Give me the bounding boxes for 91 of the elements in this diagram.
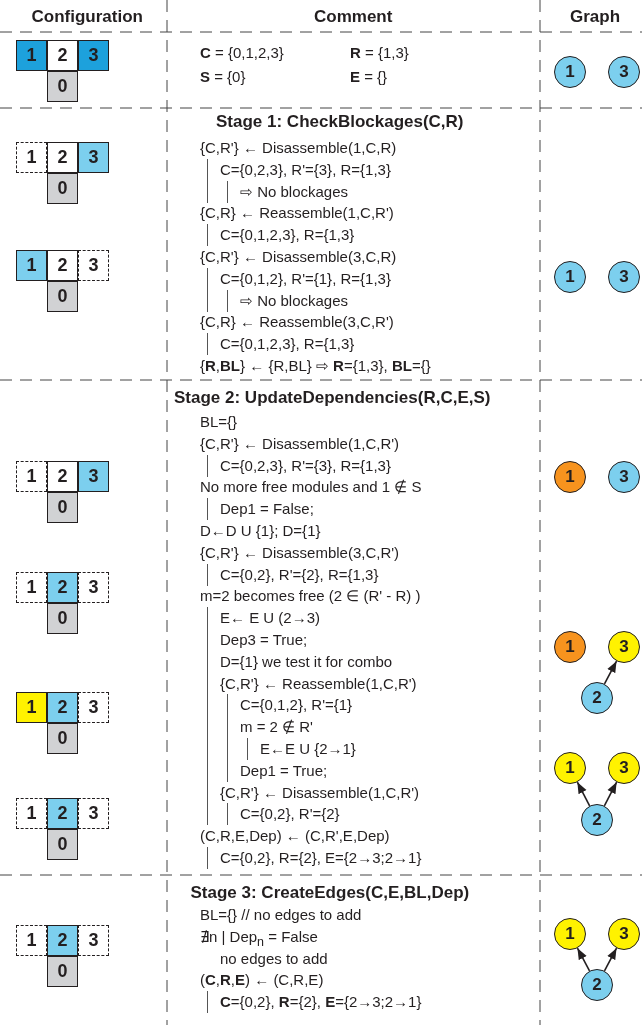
module-square: 2 — [47, 692, 78, 723]
column-header: Comment — [314, 7, 393, 27]
pseudocode-line: Dep1 = True; — [240, 760, 328, 781]
module-square: 2 — [47, 40, 78, 71]
pseudocode-line: D←D U {1}; D={1} — [200, 521, 321, 541]
removed-module-square: 3 — [78, 572, 109, 603]
pseudocode-line: {C,R'} ← Disassemble(3,C,R') — [200, 542, 400, 563]
graph-node: 2 — [581, 804, 613, 836]
removed-module-square: 3 — [78, 798, 109, 829]
pseudocode-line: BL={} — [200, 412, 238, 432]
pseudocode-line: {C,R} ← Reassemble(3,C,R') — [200, 312, 394, 333]
pseudocode-line: (C,R,E,Dep) ← (C,R',E,Dep) — [200, 826, 390, 847]
set-definition: C = {0,1,2,3} — [200, 43, 284, 63]
module-square: 3 — [78, 461, 109, 492]
module-square: 0 — [47, 603, 78, 634]
module-square: 0 — [47, 829, 78, 860]
module-square: 1 — [16, 692, 47, 723]
pseudocode-line: m=2 becomes free (2 ∈ (R' - R) ) — [200, 586, 421, 607]
pseudocode-line: {C,R'} ← Reassemble(1,C,R') — [220, 673, 417, 694]
graph-node: 2 — [581, 682, 613, 714]
graph-node: 3 — [608, 752, 640, 784]
graph-node: 3 — [608, 261, 640, 293]
pseudocode-line: ⇨ No blockages — [240, 181, 349, 202]
pseudocode-line: {C,R'} ← Disassemble(1,C,R') — [220, 782, 420, 803]
column-header: Graph — [570, 7, 621, 27]
pseudocode-line: C={0,2}, R={2}, E={2→3;2→1} — [220, 848, 422, 868]
module-square: 3 — [78, 40, 109, 71]
pseudocode-line: C={0,1,2,3}, R={1,3} — [220, 334, 355, 355]
arrow — [603, 947, 618, 972]
module-square: 2 — [47, 572, 78, 603]
pseudocode-line: C={0,1,2,3}, R={1,3} — [220, 225, 355, 246]
graph-node: 3 — [608, 631, 640, 663]
arrow — [576, 947, 591, 972]
pseudocode-line: E← E U (2→3) — [220, 608, 321, 629]
pseudocode-line: {R,BL} ← {R,BL} ⇨ R={1,3}, BL={} — [200, 356, 431, 376]
pseudocode-line: {C,R'} ← Disassemble(1,C,R) — [200, 138, 397, 158]
pseudocode-line: C={0,2,3}, R'={3}, R={1,3} — [220, 159, 391, 180]
set-definition: E = {} — [350, 67, 388, 87]
pseudocode-line: ∄n | Dep$_{n}$ = False — [200, 926, 318, 951]
module-square: 0 — [47, 492, 78, 523]
removed-module-square: 3 — [78, 692, 109, 723]
pseudocode-line: C={0,2}, R={2}, E={2→3;2→1} — [220, 992, 422, 1013]
pseudocode-line: no edges to add — [220, 948, 328, 969]
graph-node: 1 — [554, 56, 586, 88]
pseudocode-line: C={0,2,3}, R'={3}, R={1,3} — [220, 455, 391, 476]
graph-node: 3 — [608, 461, 640, 493]
set-definition: S = {0} — [200, 67, 246, 87]
arrow — [603, 660, 618, 685]
pseudocode-line: C={0,1,2}, R'={1} — [240, 695, 353, 716]
pseudocode-line: No more free modules and 1 ∉ S — [200, 477, 422, 498]
pseudocode-line: D={1} we test it for combo — [220, 651, 393, 672]
pseudocode-line: E←E U {2→1} — [260, 739, 356, 759]
pseudocode-line: C={0,2}, R'={2} — [240, 804, 340, 825]
pseudocode-line: Dep3 = True; — [220, 630, 308, 650]
pseudocode-line: {C,R'} ← Disassemble(1,C,R') — [200, 433, 400, 454]
graph-node: 2 — [581, 969, 613, 1001]
graph-node: 3 — [608, 918, 640, 950]
module-square: 3 — [78, 142, 109, 173]
pseudocode-line: C={0,2}, R'={2}, R={1,3} — [220, 564, 379, 585]
pseudocode-line: Dep1 = False; — [220, 499, 314, 520]
graph-node: 3 — [608, 56, 640, 88]
removed-module-square: 3 — [78, 925, 109, 956]
module-square: 0 — [47, 173, 78, 204]
graph-node: 1 — [554, 752, 586, 784]
pseudocode-line: {C,R} ← Reassemble(1,C,R') — [200, 203, 394, 224]
module-square: 2 — [47, 142, 78, 173]
module-square: 1 — [16, 40, 47, 71]
pseudocode-line: C={0,1,2}, R'={1}, R={1,3} — [220, 268, 391, 289]
arrow — [576, 781, 591, 807]
pseudocode-line: {C,R'} ← Disassemble(3,C,R) — [200, 247, 397, 267]
arrow — [603, 781, 618, 807]
pseudocode-line: ⇨ No blockages — [240, 290, 349, 311]
module-square: 1 — [16, 250, 47, 281]
module-square: 2 — [47, 798, 78, 829]
graph-node: 1 — [554, 918, 586, 950]
pseudocode-line: BL={} // no edges to add — [200, 905, 362, 925]
graph-node: 1 — [554, 461, 586, 493]
module-square: 2 — [47, 461, 78, 492]
set-definition: R = {1,3} — [350, 43, 409, 63]
pseudocode-line: m = 2 ∉ R' — [240, 717, 313, 738]
module-square: 0 — [47, 956, 78, 987]
graph-node: 1 — [554, 631, 586, 663]
module-square: 0 — [47, 723, 78, 754]
pseudocode-line: (C,R,E) ← (C,R,E) — [200, 970, 324, 991]
module-square: 0 — [47, 71, 78, 102]
module-square: 2 — [47, 925, 78, 956]
module-square: 2 — [47, 250, 78, 281]
graph-node: 1 — [554, 261, 586, 293]
column-header: Configuration — [31, 7, 143, 27]
removed-module-square: 3 — [78, 250, 109, 281]
module-square: 0 — [47, 281, 78, 312]
